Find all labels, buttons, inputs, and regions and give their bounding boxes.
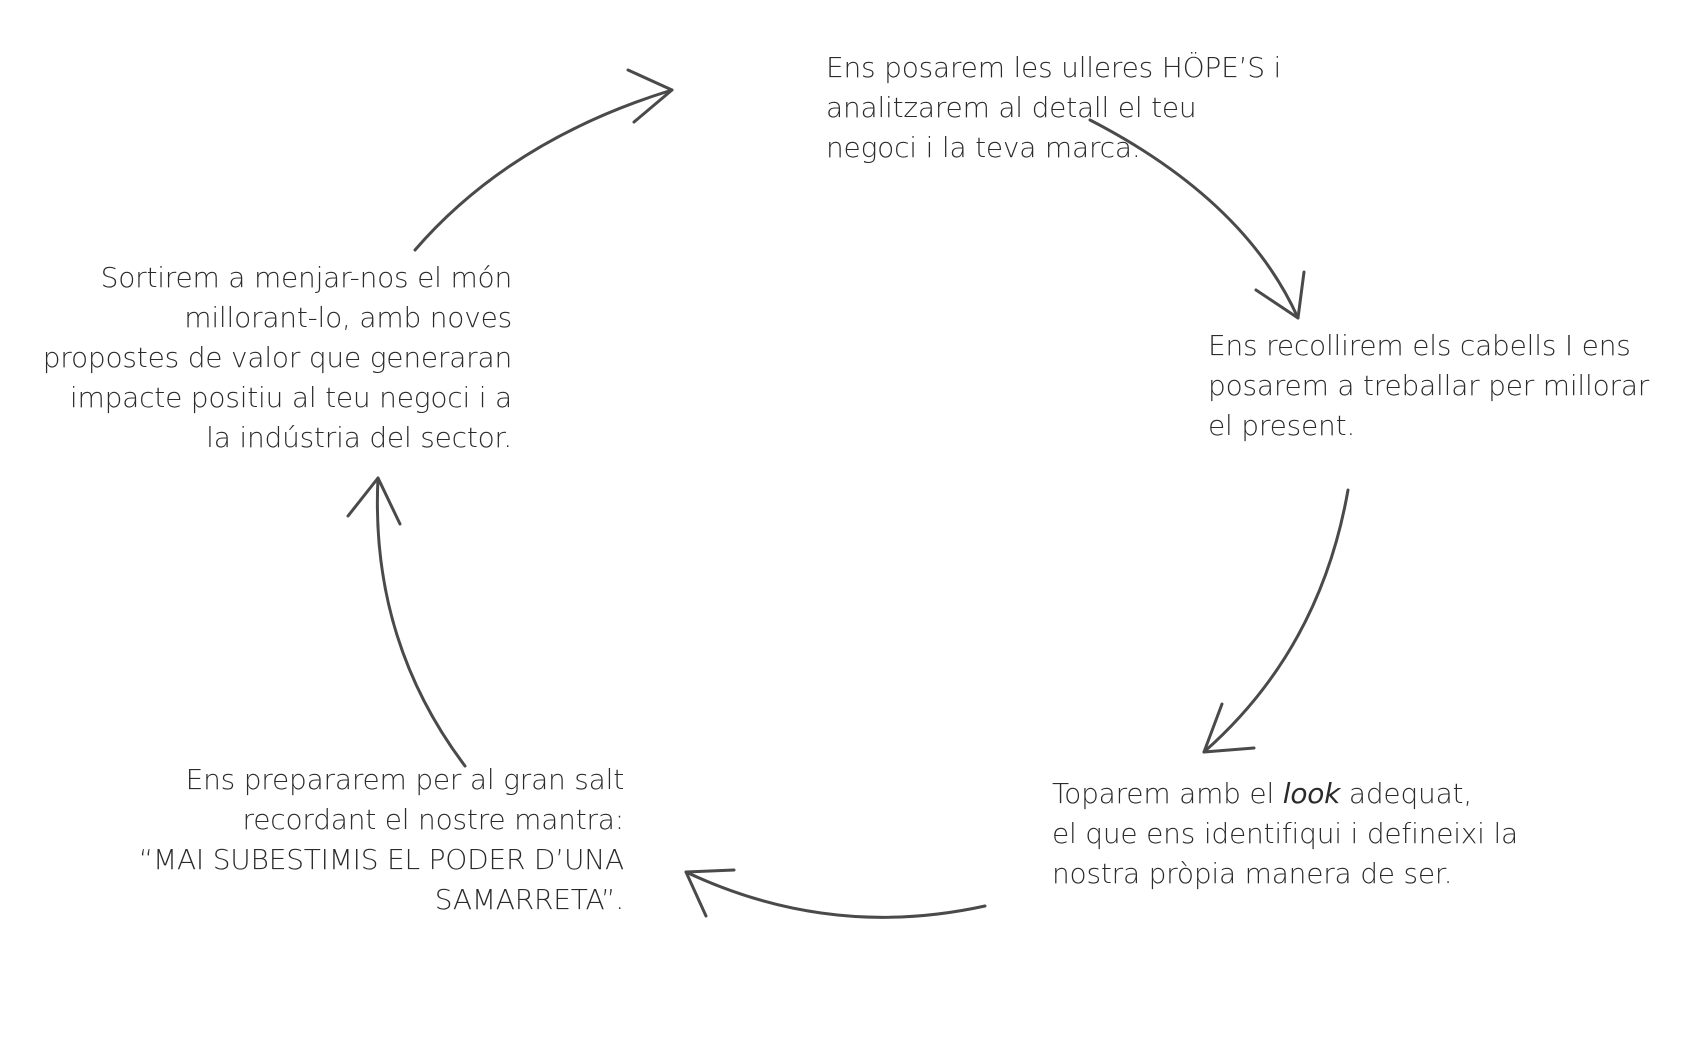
step-5-text: Sortirem a menjar-nos el món millorant-l…: [0, 258, 512, 458]
step-5-line: Sortirem a menjar-nos el món: [100, 261, 513, 294]
step-1-line: negoci i la teva marca.: [826, 131, 1141, 164]
step-3-line: Toparem amb el look adequat,: [1052, 774, 1612, 814]
step-4-text: Ens prepararem per al gran salt recordan…: [100, 760, 624, 920]
step-1-text: Ens posarem les ulleres HÖPE’S i analitz…: [826, 48, 1386, 168]
step-3-line: nostra pròpia manera de ser.: [1052, 857, 1453, 890]
step-4-line: SAMARRETA”.: [434, 883, 624, 916]
arrowhead-icon: [1254, 270, 1306, 320]
step-5-line: propostes de valor que generaran: [42, 341, 512, 374]
arrow-curve: [1202, 488, 1350, 754]
step-3-italic-word: look: [1282, 777, 1341, 810]
step-2-line: posarem a treballar per millorar: [1208, 369, 1650, 402]
arrowhead-icon: [1202, 702, 1256, 754]
arrow-curve: [1088, 118, 1300, 320]
arrow-step4-to-step5: [346, 476, 467, 768]
step-3-text-after: adequat,: [1340, 777, 1473, 810]
step-5-line: millorant-lo, amb noves: [184, 301, 512, 334]
arrowhead-icon: [684, 868, 736, 918]
step-4-line: “MAI SUBESTIMIS EL PODER D’UNA: [138, 843, 624, 876]
step-2-line: Ens recollirem els cabells I ens: [1208, 329, 1631, 362]
step-1-line: Ens posarem les ulleres HÖPE’S i: [826, 51, 1282, 84]
arrow-curve: [684, 870, 987, 919]
arrow-step3-to-step4: [684, 868, 987, 919]
arrow-curve: [413, 88, 674, 252]
arrow-step5-to-step1: [413, 68, 674, 252]
step-3-line: el que ens identifiqui i defineixi la: [1052, 817, 1518, 850]
arrowhead-icon: [626, 68, 674, 124]
arrow-curve: [375, 476, 467, 768]
step-4-line: recordant el nostre mantra:: [242, 803, 625, 836]
step-5-line: la indústria del sector.: [206, 421, 512, 454]
step-2-text: Ens recollirem els cabells I ens posarem…: [1208, 326, 1692, 446]
step-5-line: impacte positiu al teu negoci i a: [69, 381, 512, 414]
arrow-step2-to-step3: [1202, 488, 1350, 754]
step-2-line: el present.: [1208, 409, 1356, 442]
arrow-step1-to-step2: [1088, 118, 1306, 320]
arrowhead-icon: [346, 476, 402, 526]
step-3-text: Toparem amb el look adequat, el que ens …: [1052, 774, 1612, 894]
step-1-line: analitzarem al detall el teu: [826, 91, 1197, 124]
step-4-line: Ens prepararem per al gran salt: [185, 763, 625, 796]
step-3-text-before: Toparem amb el: [1052, 777, 1283, 810]
